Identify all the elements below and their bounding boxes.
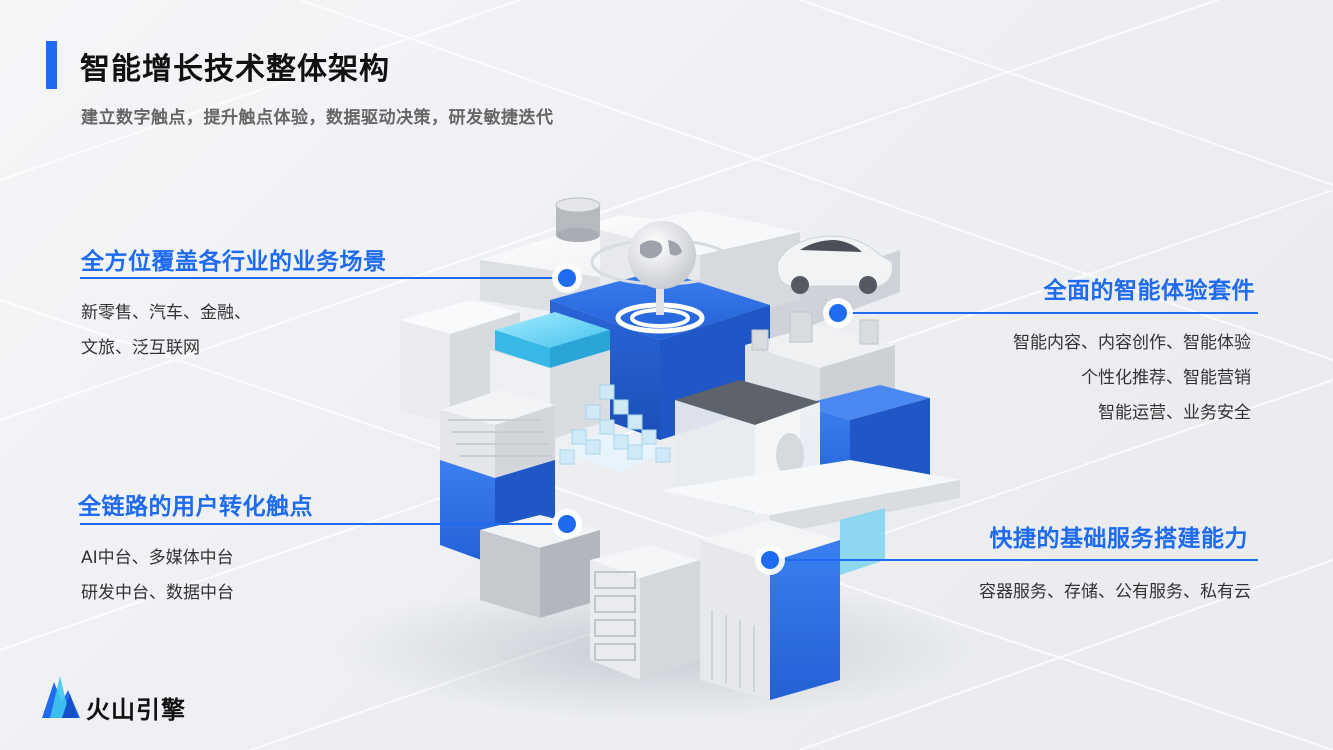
section-title-user-touchpoints: 全链路的用户转化触点 (78, 494, 313, 520)
page-subtitle: 建立数字触点，提升触点体验，数据驱动决策，研发敏捷迭代 (81, 108, 554, 128)
desc-line: 容器服务、存储、公有服务、私有云 (979, 582, 1251, 602)
desc-line: 新零售、汽车、金融、 (81, 303, 251, 323)
desc-line: 研发中台、数据中台 (81, 583, 234, 603)
hotspot-dot-bottom-left (552, 509, 582, 539)
hotspot-dot-top-left (552, 263, 582, 293)
title-accent-bar (46, 41, 57, 89)
desc-line: 智能内容、内容创作、智能体验 (1013, 333, 1251, 353)
section-title-business-scenarios: 全方位覆盖各行业的业务场景 (81, 249, 387, 275)
page-title: 智能增长技术整体架构 (80, 52, 390, 87)
brand-name: 火山引擎 (86, 696, 186, 724)
desc-line: 文旅、泛互联网 (81, 338, 200, 358)
server-rack-icon (590, 545, 700, 680)
section-desc-business-scenarios: 新零售、汽车、金融、 文旅、泛互联网 (81, 296, 251, 366)
buildings-icon (751, 299, 879, 351)
hotspot-dot-bottom-right (755, 545, 785, 575)
desc-line: 个性化推荐、智能营销 (1081, 368, 1251, 388)
volcano-engine-logo-icon (42, 676, 80, 718)
section-desc-experience-suite: 智能内容、内容创作、智能体验 个性化推荐、智能营销 智能运营、业务安全 (1013, 326, 1251, 431)
section-desc-user-touchpoints: AI中台、多媒体中台 研发中台、数据中台 (81, 541, 234, 611)
car-icon (777, 235, 893, 294)
desc-line: AI中台、多媒体中台 (81, 548, 234, 568)
desc-line: 智能运营、业务安全 (1098, 403, 1251, 423)
globe-icon (590, 221, 734, 334)
cube-cluster-icon (559, 384, 671, 472)
coin-stack-icon (555, 197, 601, 242)
section-title-infrastructure: 快捷的基础服务搭建能力 (989, 526, 1248, 552)
connector-lines (80, 277, 1258, 561)
section-title-experience-suite: 全面的智能体验套件 (1043, 278, 1255, 304)
hotspot-dot-top-right (823, 298, 853, 328)
section-desc-infrastructure: 容器服务、存储、公有服务、私有云 (979, 575, 1251, 610)
